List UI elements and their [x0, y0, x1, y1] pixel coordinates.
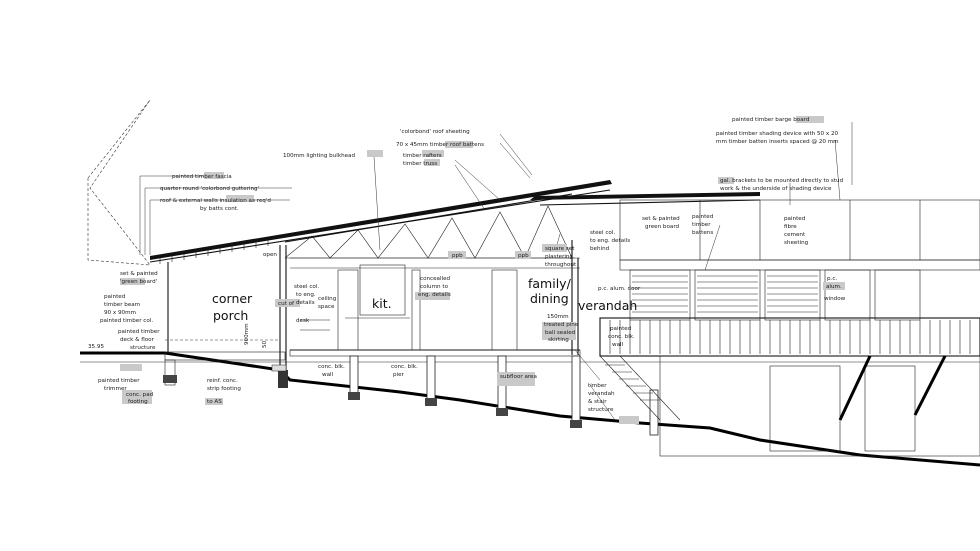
- note-window-1: p.c.: [827, 276, 837, 282]
- note-insulation-2: by batts cont.: [200, 206, 239, 212]
- note-green-board-b2: green board: [645, 224, 680, 230]
- note-dim-50: 50: [262, 340, 268, 348]
- note-deck-2: deck & floor: [120, 337, 155, 343]
- note-ceiling-space-2: space: [318, 304, 335, 310]
- note-steel-col-b1: steel col.: [590, 230, 615, 236]
- note-battens-2: timber: [692, 222, 711, 228]
- note-strip-1: reinf. conc.: [207, 378, 238, 384]
- note-conc-wall-2: conc. blk.: [608, 334, 635, 340]
- note-treated-pine-1: 150mm: [547, 314, 569, 320]
- note-cut: cut of: [278, 301, 295, 307]
- note-concealed-2: column to: [420, 284, 449, 290]
- note-open: open: [263, 252, 277, 258]
- leader-lines: [139, 122, 853, 421]
- note-shading-2: mm timber batten inserts spaced @ 20 mm: [716, 139, 839, 145]
- note-stair-4: structure: [588, 407, 614, 413]
- elevation-right: [599, 199, 980, 457]
- note-fibre-4: sheeting: [784, 240, 809, 246]
- room-label-dining: dining: [530, 291, 569, 306]
- room-labels: corner porch kit. family/ dining veranda…: [212, 276, 637, 323]
- note-conc-wall-3: wall: [612, 342, 624, 348]
- note-treated-pine-2: treated pine: [544, 322, 579, 328]
- note-beam-1: painted: [104, 294, 126, 300]
- note-steel-col-1: steel col.: [294, 284, 319, 290]
- room-label-corner: corner: [212, 291, 253, 306]
- note-treated-pine-4: skirting: [548, 337, 569, 343]
- note-fibre-1: painted: [784, 216, 806, 222]
- room-label-family: family/: [528, 276, 572, 291]
- note-beam-4: painted timber col.: [100, 318, 153, 324]
- note-conc-blk-wall-1: conc. blk.: [318, 364, 345, 370]
- note-guttering: quarter round 'colorbond guttering': [160, 186, 259, 192]
- note-battens-3: battens: [692, 230, 713, 236]
- note-tags: [120, 116, 845, 424]
- note-conc-wall-1: painted: [610, 326, 632, 332]
- note-lighting-bulkhead: 100mm lighting bulkhead: [283, 153, 355, 159]
- roof: [149, 180, 761, 264]
- room-label-porch: porch: [213, 308, 248, 323]
- room-label-verandah: verandah: [578, 298, 637, 313]
- note-conc-blk-pier-2: pier: [393, 372, 405, 378]
- annotations: 35.95 'colorbond' roof sheeting 70 x 45m…: [88, 117, 846, 413]
- note-concealed-3: eng. details: [418, 292, 451, 298]
- note-treated-pine-3: ball sealed: [545, 330, 576, 336]
- note-insulation: roof & external walls insulation as req'…: [160, 198, 271, 204]
- note-plaster-3: throughout: [545, 262, 577, 268]
- note-strip-2: strip footing: [207, 386, 241, 392]
- note-footing-1: conc. pad: [126, 392, 154, 398]
- note-stair-2: verandah: [588, 391, 615, 397]
- note-ppb-1: ppb: [452, 253, 463, 259]
- note-conc-blk-pier-1: conc. blk.: [391, 364, 418, 370]
- note-conc-blk-wall-2: wall: [322, 372, 334, 378]
- note-truss: timber truss: [403, 161, 437, 167]
- note-window-2: alum.: [826, 284, 842, 290]
- note-steel-col-3: details: [296, 300, 315, 306]
- porch-structure: [164, 245, 287, 385]
- level-mark: 35.95: [88, 344, 104, 350]
- note-barge: painted timber barge board: [732, 117, 810, 123]
- note-trimmer-1: painted timber: [98, 378, 140, 384]
- note-dim-900: 900mm: [244, 323, 250, 345]
- note-green-board-b1: set & painted: [642, 216, 680, 222]
- note-steel-col-b3: behind: [590, 246, 610, 252]
- note-plaster-2: plastering: [545, 254, 573, 260]
- note-steel-col-2: to eng.: [296, 292, 316, 298]
- note-battens-1: painted: [692, 214, 714, 220]
- note-desk: desk: [296, 318, 310, 324]
- note-green-board: set & painted: [120, 271, 158, 277]
- note-colorbond-roof: 'colorbond' roof sheeting: [400, 129, 470, 135]
- note-concealed-1: concealled: [420, 276, 451, 282]
- note-trimmer-2: trimmer: [104, 386, 127, 392]
- note-beam-2: timber beam: [104, 302, 140, 308]
- note-deck-1: painted timber: [118, 329, 160, 335]
- note-fibre-2: fibre: [784, 224, 797, 230]
- note-stair-1: timber: [588, 383, 607, 389]
- room-label-kitchen: kit.: [372, 296, 392, 311]
- note-brackets-1: gal. brackets to be mounted directly to …: [720, 178, 844, 184]
- note-brackets-2: work & the underside of shading device: [720, 186, 832, 192]
- note-deck-3: structure: [130, 345, 156, 351]
- note-ppb-2: ppb: [518, 253, 529, 259]
- note-steel-col-b2: to eng. details: [590, 238, 630, 244]
- note-stair-3: & stair: [588, 399, 607, 405]
- note-timber-battens: 70 x 45mm timber roof battens: [396, 142, 484, 148]
- site-boundary: [87, 99, 151, 266]
- note-fibre-3: cement: [784, 232, 806, 238]
- note-plaster-1: square set: [545, 246, 575, 252]
- note-window-3: window: [824, 296, 846, 302]
- note-shading-1: painted timber shading device with 50 x …: [716, 131, 839, 137]
- note-subfloor: subfloor area: [500, 374, 537, 380]
- note-footing-2: footing: [128, 399, 148, 405]
- note-ceiling-space-1: ceiling: [318, 296, 337, 302]
- note-rafters: timber rafters: [403, 153, 442, 159]
- note-fascia: painted timber fascia: [172, 174, 232, 180]
- note-pc-door: p.c. alum. door: [598, 286, 641, 292]
- note-beam-3: 90 x 90mm: [104, 310, 136, 316]
- note-green-board-2: 'green board': [120, 279, 157, 285]
- note-strip-3: to AS: [207, 399, 222, 405]
